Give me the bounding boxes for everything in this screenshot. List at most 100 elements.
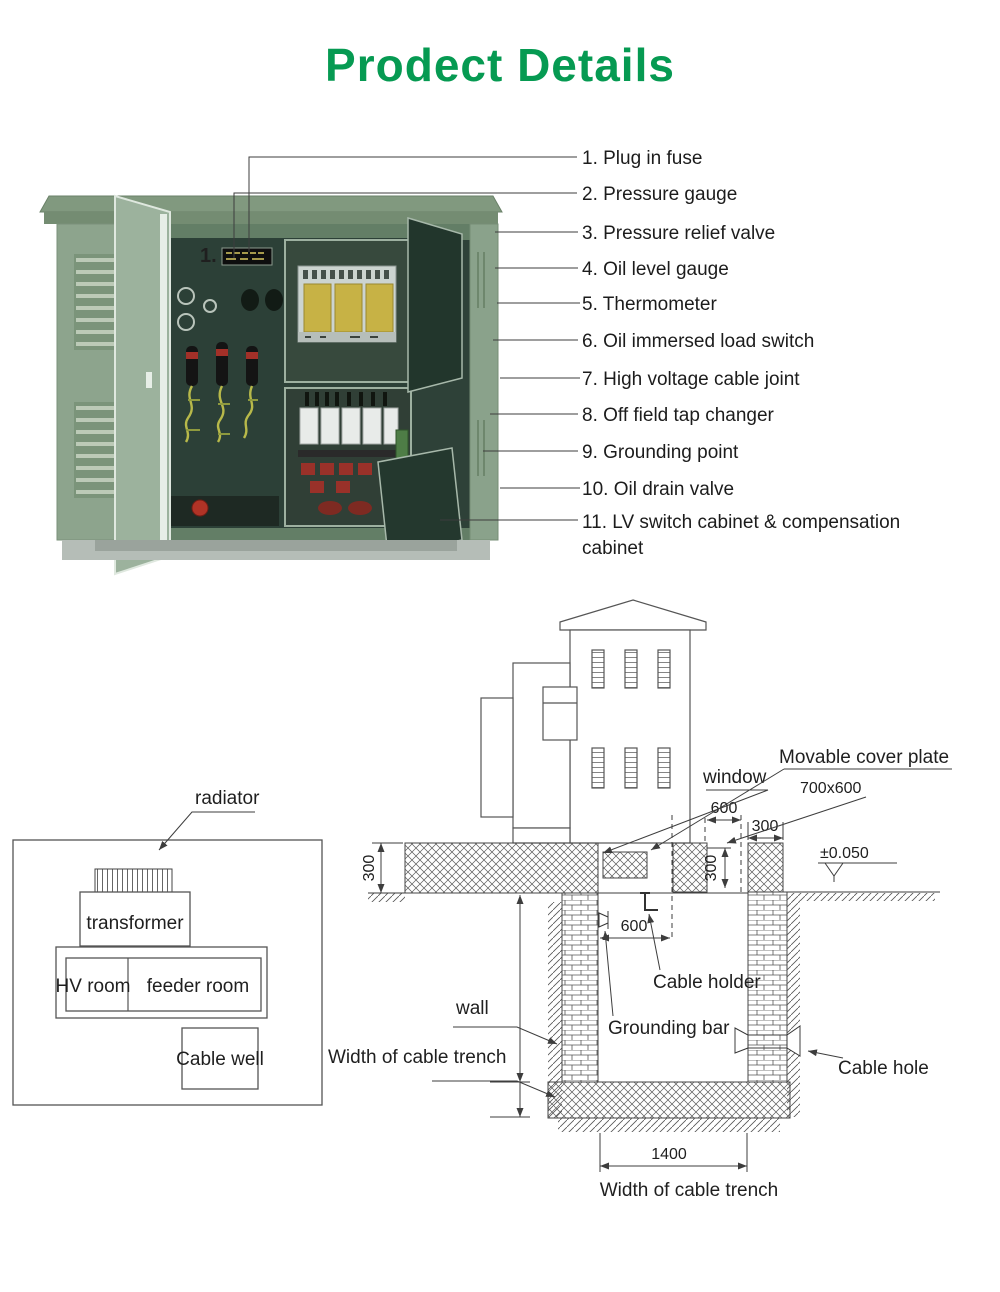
section-labels: window Movable cover plate 700x600 Cable… bbox=[328, 747, 952, 1201]
cable-hole-icon bbox=[734, 1025, 801, 1057]
dim-600-inner: 600 bbox=[621, 918, 648, 935]
window-block bbox=[602, 851, 648, 879]
digital-meter-icon bbox=[221, 247, 273, 266]
grounding-bar-leader bbox=[602, 930, 614, 1017]
dimensions: 300 600 300 300 ±0.050 600 bbox=[361, 800, 897, 1172]
trench-floor-slab bbox=[547, 1081, 791, 1119]
transformer-box bbox=[79, 891, 191, 947]
callout-label-9: 9. Grounding point bbox=[582, 442, 739, 463]
cable-terminations bbox=[184, 342, 258, 443]
cover-size-label: 700x600 bbox=[800, 780, 861, 797]
terminal-cluster bbox=[318, 501, 372, 515]
elevation-louvers bbox=[591, 649, 671, 789]
ground-hatch-right bbox=[783, 893, 935, 901]
trench-width-bottom-label: Width of cable trench bbox=[600, 1180, 778, 1201]
floor-plan-diagram: radiator transformer HV room feeder room… bbox=[12, 788, 323, 1106]
hv-room-label: HV room bbox=[56, 976, 131, 997]
level-mark: ±0.050 bbox=[820, 845, 869, 862]
side-cabinet-plinth bbox=[512, 827, 571, 844]
socket-icon bbox=[241, 289, 259, 311]
side-vent-lines bbox=[477, 252, 485, 476]
callout-label-8: 8. Off field tap changer bbox=[582, 405, 774, 426]
cable-hole-label: Cable hole bbox=[838, 1058, 929, 1079]
gauge-icon bbox=[177, 287, 195, 305]
depth-ext-lines bbox=[490, 1081, 530, 1118]
cable-holder-icon bbox=[640, 892, 658, 911]
cabinet-roof-fascia bbox=[44, 212, 498, 224]
callout-label-1: 1. Plug in fuse bbox=[582, 148, 703, 169]
callout-label-11: 11. LV switch cabinet & compensation cab… bbox=[582, 512, 901, 559]
page-title: Prodect Details bbox=[325, 39, 675, 91]
gauge-icon bbox=[177, 313, 195, 331]
window-label: window bbox=[702, 767, 767, 788]
side-cabinet-2 bbox=[480, 697, 514, 818]
grounding-bar-label: Grounding bar bbox=[608, 1018, 730, 1039]
compartment-floor bbox=[163, 496, 279, 526]
movable-cover-plate-label: Movable cover plate bbox=[779, 747, 949, 768]
open-door-upper-right bbox=[407, 216, 463, 393]
oil-drain-valve-icon bbox=[191, 499, 209, 517]
cable-well-label: Cable well bbox=[176, 1049, 264, 1070]
level-symbol-icon bbox=[818, 862, 897, 882]
cable-holder-leader bbox=[647, 913, 661, 971]
foundation-section-diagram: 300 600 300 300 ±0.050 600 bbox=[328, 599, 952, 1201]
trench-width-left-label: Width of cable trench bbox=[328, 1047, 506, 1068]
callout-label-4: 4. Oil level gauge bbox=[582, 259, 729, 280]
fuse-row bbox=[301, 463, 372, 493]
radiator-block bbox=[94, 868, 173, 893]
cable-holder-label: Cable holder bbox=[653, 972, 761, 993]
rooms-inner-box bbox=[65, 957, 262, 1012]
transformer-label: transformer bbox=[86, 913, 184, 934]
foundation-pad bbox=[404, 842, 599, 894]
radiator-leader bbox=[158, 811, 255, 851]
door-edge-trim bbox=[160, 214, 167, 554]
callout-label-7: 7. High voltage cable joint bbox=[582, 369, 800, 390]
backfill-left bbox=[548, 902, 562, 1117]
dim-600-top: 600 bbox=[711, 800, 738, 817]
dim-1400: 1400 bbox=[651, 1146, 687, 1163]
right-curb-block bbox=[747, 842, 784, 893]
foundation bbox=[368, 842, 940, 902]
load-switch-compartment bbox=[284, 239, 412, 383]
cabinet-roof bbox=[39, 195, 503, 213]
ground-hatch-left bbox=[368, 893, 405, 902]
callout-label-3: 3. Pressure relief valve bbox=[582, 223, 776, 244]
dim-300-right: 300 bbox=[752, 818, 779, 835]
cover-leader-2 bbox=[726, 796, 867, 844]
leader-1 bbox=[248, 156, 577, 252]
wall-label: wall bbox=[455, 998, 489, 1019]
leader-2 bbox=[233, 192, 577, 258]
cable-hole-leader bbox=[807, 1049, 844, 1059]
callout-label-10: 10. Oil drain valve bbox=[582, 479, 735, 500]
callout-label-6: 6. Oil immersed load switch bbox=[582, 331, 815, 352]
cable-well-box bbox=[181, 1027, 259, 1090]
callout-leader-lines bbox=[233, 156, 580, 521]
backfill-right bbox=[787, 900, 800, 1117]
door-handle-icon bbox=[146, 372, 152, 388]
cover-plate-block bbox=[672, 842, 708, 893]
gauge-icon bbox=[203, 299, 217, 313]
panel-marking: 1. bbox=[200, 245, 217, 267]
callout-label-5: 5. Thermometer bbox=[582, 294, 717, 315]
dim-300-left: 300 bbox=[361, 855, 378, 882]
circuit-breakers bbox=[299, 407, 399, 445]
callout-label-2: 2. Pressure gauge bbox=[582, 184, 738, 205]
socket-icon bbox=[265, 289, 283, 311]
subsoil-hatch bbox=[558, 1118, 780, 1132]
cable-trench bbox=[547, 891, 801, 1132]
trench-wall-left bbox=[561, 892, 599, 1083]
radiator-label: radiator bbox=[195, 788, 260, 809]
side-box bbox=[542, 686, 578, 741]
trench-width-left-leader bbox=[432, 1080, 556, 1098]
wall-leader bbox=[453, 1026, 558, 1045]
grounding-bar-icon bbox=[598, 911, 609, 929]
open-door-lower bbox=[377, 447, 463, 557]
roof-outline bbox=[559, 599, 707, 631]
substation-elevation bbox=[480, 599, 707, 844]
substation-photo: 1. bbox=[39, 194, 503, 576]
plinth-inset bbox=[95, 540, 457, 551]
dim-300-mid: 300 bbox=[703, 855, 720, 882]
cover-leader-1 bbox=[650, 768, 785, 851]
